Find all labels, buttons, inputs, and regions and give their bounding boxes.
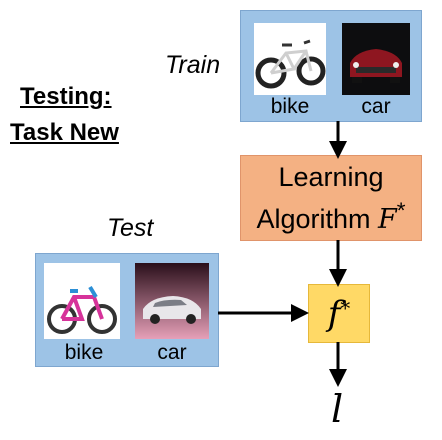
- algorithm-symbol: F: [378, 203, 397, 235]
- algorithm-line-2: Algorithm F*: [256, 194, 405, 237]
- test-panel: bike car: [35, 253, 219, 367]
- function-star: *: [340, 295, 351, 320]
- test-car-caption: car: [157, 341, 187, 364]
- heading-line-1: Testing:: [20, 83, 112, 110]
- test-label: Test: [107, 214, 154, 242]
- learning-algorithm-box: Learning Algorithm F*: [240, 155, 422, 241]
- function-symbol: f: [327, 293, 341, 334]
- train-panel: bike car: [240, 10, 422, 122]
- train-bike-image: [254, 23, 326, 95]
- test-bike-image: [44, 263, 120, 339]
- train-label: Train: [165, 51, 221, 79]
- learned-function-box: f*: [308, 284, 370, 343]
- train-bike-caption: bike: [270, 95, 310, 118]
- output-label: l: [331, 387, 344, 431]
- algorithm-line-2-text: Algorithm: [256, 203, 379, 234]
- heading-line-2: Task New: [10, 119, 119, 146]
- train-car-image: [342, 23, 410, 95]
- train-car-caption: car: [361, 95, 391, 118]
- test-car-image: [135, 263, 209, 339]
- algorithm-line-1: Learning: [278, 161, 384, 192]
- test-bike-caption: bike: [64, 341, 104, 364]
- algorithm-star: *: [396, 197, 406, 223]
